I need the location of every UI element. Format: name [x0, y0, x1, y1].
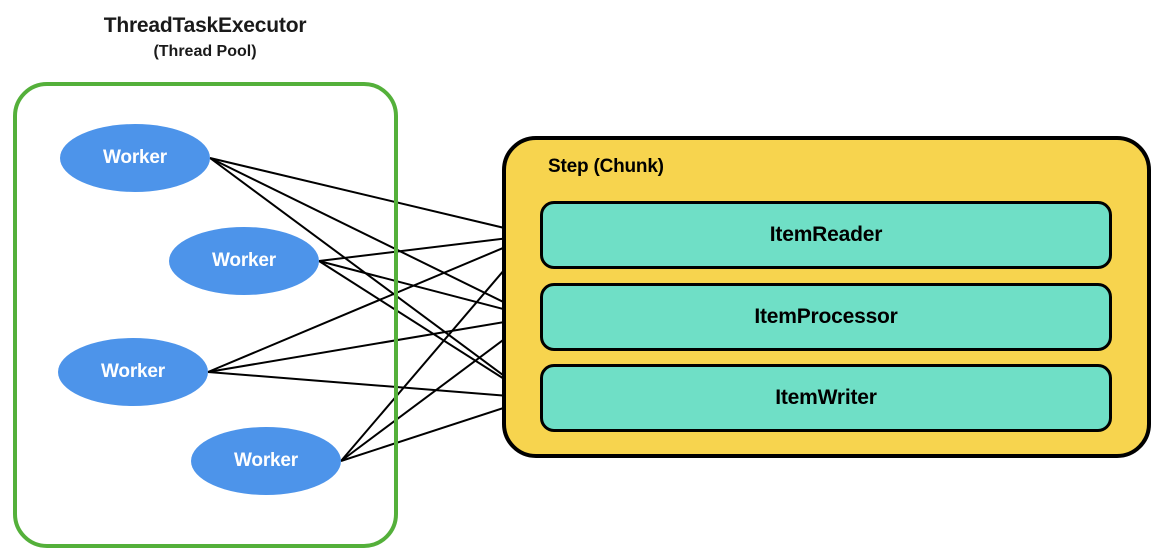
connector-worker4-to-component1 — [340, 233, 536, 462]
worker-to-step-connectors — [207, 157, 536, 462]
worker-node-4: Worker — [191, 427, 341, 495]
step-component-itemwriter: ItemWriter — [540, 364, 1112, 432]
connector-worker2-to-component3 — [318, 260, 536, 399]
connector-worker1-to-component1 — [209, 157, 536, 239]
connector-worker3-to-component2 — [207, 312, 536, 373]
connector-worker3-to-component3 — [207, 371, 536, 404]
connector-worker2-to-component1 — [318, 229, 536, 262]
connector-worker4-to-component3 — [340, 395, 536, 462]
worker-node-2: Worker — [169, 227, 319, 295]
connector-worker3-to-component1 — [207, 233, 536, 373]
worker-label: Worker — [234, 450, 298, 471]
worker-label: Worker — [212, 250, 276, 271]
step-component-label: ItemProcessor — [754, 305, 898, 328]
step-component-itemreader: ItemReader — [540, 201, 1112, 269]
worker-label: Worker — [103, 147, 167, 168]
connector-worker2-to-component2 — [318, 260, 536, 321]
executor-subtitle: (Thread Pool) — [153, 43, 257, 60]
executor-title: ThreadTaskExecutor — [103, 14, 307, 37]
step-component-label: ItemWriter — [775, 386, 877, 409]
worker-node-3: Worker — [58, 338, 208, 406]
step-component-itemprocessor: ItemProcessor — [540, 283, 1112, 351]
step-chunk-title: Step (Chunk) — [548, 156, 664, 177]
thread-pool-container — [13, 82, 398, 548]
worker-node-1: Worker — [60, 124, 210, 192]
step-component-label: ItemReader — [769, 223, 883, 246]
connector-worker4-to-component2 — [340, 316, 536, 462]
worker-label: Worker — [101, 361, 165, 382]
connector-worker1-to-component2 — [209, 157, 536, 318]
